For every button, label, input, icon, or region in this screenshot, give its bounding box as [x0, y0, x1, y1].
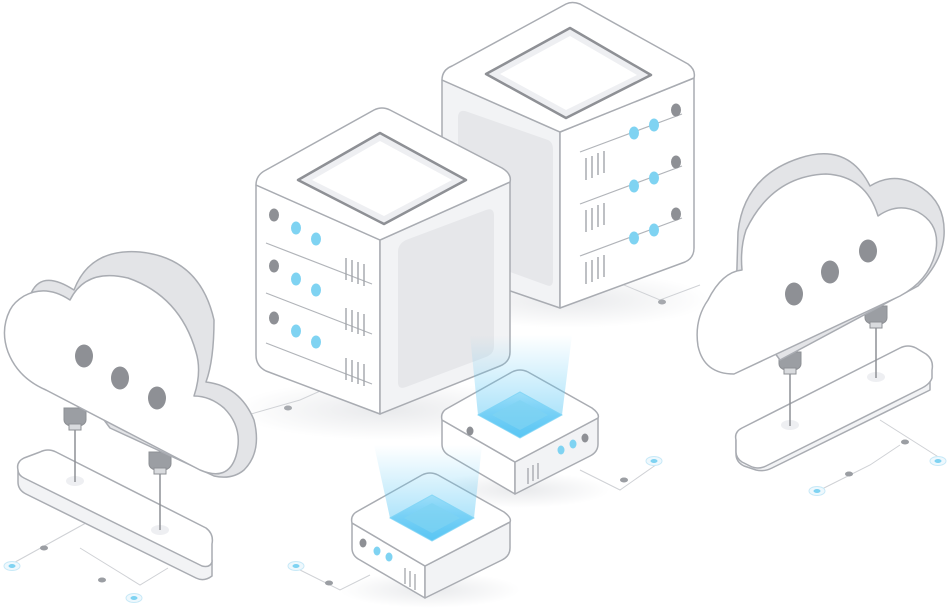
status-leds — [269, 208, 321, 349]
data-emitter-left — [340, 445, 520, 608]
connector-dot — [901, 439, 909, 445]
connector-dot — [98, 577, 106, 583]
cloud-dots — [75, 344, 166, 410]
network-node-icon — [3, 561, 21, 571]
connector-line — [7, 517, 96, 567]
connector-dot — [325, 580, 333, 586]
rack-vents — [345, 258, 365, 386]
network-node-icon — [287, 561, 305, 571]
network-node-icon — [808, 486, 826, 496]
connector-line — [879, 419, 941, 459]
projector-icon — [350, 445, 512, 599]
cloud-pin-heads — [63, 407, 172, 475]
connector-line — [579, 461, 661, 491]
network-node-icon — [929, 456, 947, 466]
cloud-right — [696, 153, 945, 472]
cloud-icon — [3, 250, 258, 478]
connector-line — [79, 547, 169, 586]
light-beam — [470, 335, 572, 438]
cloud-base-plate — [734, 345, 934, 472]
cloud-icon — [696, 153, 945, 375]
connector-dot — [620, 477, 628, 483]
connector-dot — [40, 545, 48, 551]
network-node-icon — [125, 593, 143, 603]
rack-vents — [585, 151, 605, 284]
rack-rows — [265, 242, 373, 385]
server-tower-front — [235, 107, 535, 440]
connector-line — [819, 444, 901, 491]
connector-dot — [845, 471, 853, 477]
cloud-left — [3, 250, 258, 581]
status-leds — [629, 103, 681, 245]
connector-dots — [3, 299, 947, 603]
network-node-icon — [645, 456, 663, 466]
cloud-pins — [789, 320, 877, 426]
cloud-base-plate — [16, 449, 214, 581]
server-icon — [255, 107, 512, 415]
cloud-dots — [785, 239, 877, 306]
